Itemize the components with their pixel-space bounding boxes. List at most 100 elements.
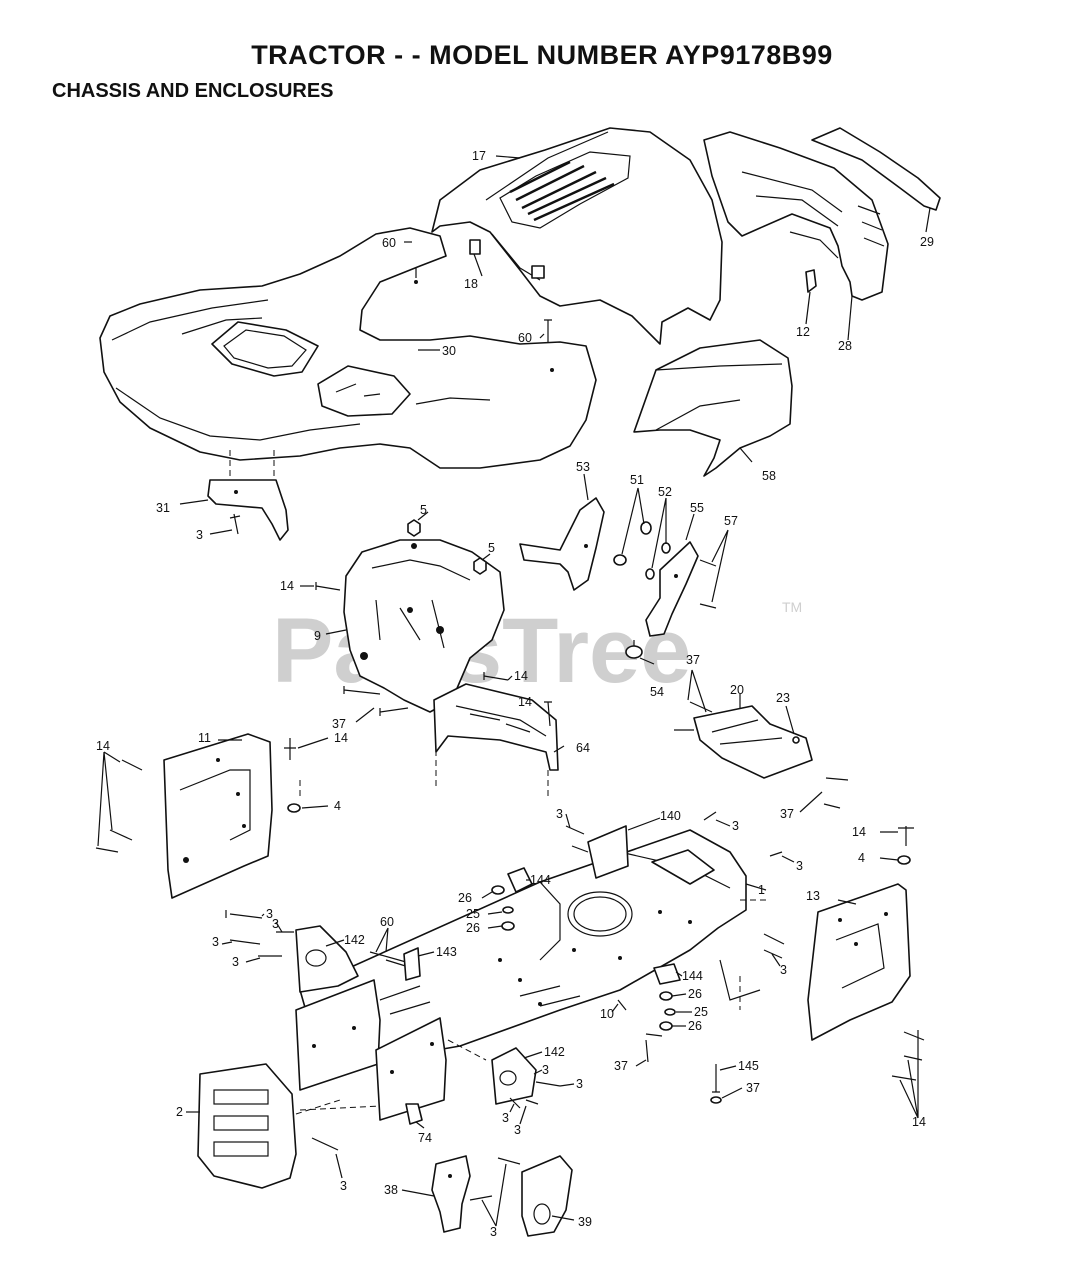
- callout-9: 9: [314, 629, 321, 643]
- callout-37: 37: [780, 807, 794, 821]
- part-bolt-37d[interactable]: [645, 1033, 663, 1063]
- part-bolt-14g[interactable]: [891, 1031, 925, 1081]
- part-seat-bracket[interactable]: [207, 450, 289, 541]
- part-bracket-142b[interactable]: [491, 1047, 537, 1105]
- part-fender[interactable]: [99, 227, 597, 469]
- part-nut-5a[interactable]: [407, 519, 421, 537]
- watermark-trademark: TM: [782, 599, 802, 615]
- part-bolt-14b[interactable]: [483, 672, 509, 681]
- callout-26: 26: [688, 1019, 702, 1033]
- part-rod-145[interactable]: [712, 1064, 720, 1093]
- callout-3: 3: [196, 528, 203, 542]
- callout-38: 38: [384, 1183, 398, 1197]
- part-screw-3c[interactable]: [703, 811, 717, 821]
- callout-4: 4: [334, 799, 341, 813]
- part-hitch-39[interactable]: [521, 1155, 573, 1237]
- part-screw-3i[interactable]: [535, 1081, 561, 1087]
- callout-30: 30: [442, 344, 456, 358]
- part-bolt-14f[interactable]: [898, 826, 914, 846]
- part-knob-54[interactable]: [625, 640, 643, 659]
- part-screw-3g[interactable]: [229, 931, 294, 945]
- part-bolt-14c[interactable]: [544, 701, 552, 727]
- part-side-panel-right[interactable]: [807, 883, 911, 1041]
- callout-12: 12: [796, 325, 810, 339]
- part-bolt-37e[interactable]: [710, 1096, 722, 1104]
- part-clip[interactable]: [805, 269, 817, 293]
- part-washer-26d[interactable]: [659, 1021, 673, 1031]
- part-bracket-142a[interactable]: [295, 925, 359, 993]
- leader-lines: [97, 155, 931, 1227]
- part-brace-53[interactable]: [519, 497, 605, 591]
- callout-51: 51: [630, 473, 644, 487]
- part-bolt-14d[interactable]: [95, 759, 143, 853]
- callout-10: 10: [600, 1007, 614, 1021]
- callout-14: 14: [518, 695, 532, 709]
- part-bolt-14a[interactable]: [315, 582, 341, 591]
- part-panel-64[interactable]: [433, 683, 559, 800]
- part-hood-bracket[interactable]: [469, 239, 545, 279]
- callout-25: 25: [694, 1005, 708, 1019]
- callout-60: 60: [380, 915, 394, 929]
- part-dash-panel[interactable]: [703, 131, 889, 301]
- part-screw-3l[interactable]: [469, 1157, 521, 1201]
- part-bolt-37c[interactable]: [823, 777, 849, 809]
- callout-3: 3: [780, 963, 787, 977]
- part-screw-3d[interactable]: [769, 851, 783, 857]
- callout-54: 54: [650, 685, 664, 699]
- part-bolt-37b[interactable]: [674, 701, 713, 731]
- part-bracket-144b[interactable]: [653, 963, 681, 985]
- callout-14: 14: [334, 731, 348, 745]
- part-spacer-51[interactable]: [613, 521, 652, 566]
- part-side-panel-left[interactable]: [163, 733, 273, 899]
- callout-3: 3: [490, 1225, 497, 1239]
- part-bolt-14e[interactable]: [284, 738, 296, 760]
- part-screw-3b[interactable]: [565, 825, 589, 853]
- callout-26: 26: [466, 921, 480, 935]
- callout-5: 5: [420, 503, 427, 517]
- part-lens[interactable]: [811, 127, 941, 211]
- part-nut-23[interactable]: [792, 736, 800, 744]
- part-bracket-143[interactable]: [403, 947, 421, 981]
- part-skid-plate-left[interactable]: [295, 979, 447, 1121]
- part-spring-57[interactable]: [699, 559, 717, 609]
- part-brace-55[interactable]: [645, 541, 699, 637]
- part-washer-4b[interactable]: [897, 855, 911, 865]
- part-washer-4a[interactable]: [287, 803, 301, 813]
- part-nut-74[interactable]: [405, 1103, 423, 1125]
- part-screw-3e[interactable]: [763, 933, 785, 959]
- part-washer-25a[interactable]: [502, 906, 514, 914]
- callout-37: 37: [746, 1081, 760, 1095]
- callout-18: 18: [464, 277, 478, 291]
- part-bolt-10[interactable]: [617, 999, 627, 1011]
- part-washer-26c[interactable]: [659, 991, 673, 1001]
- part-front-bracket[interactable]: [197, 1063, 341, 1189]
- part-screw-3a[interactable]: [229, 513, 241, 535]
- part-hitch-38[interactable]: [431, 1155, 471, 1233]
- callout-17: 17: [472, 149, 486, 163]
- callout-60: 60: [382, 236, 396, 250]
- callout-60: 60: [518, 331, 532, 345]
- part-bracket-144a[interactable]: [507, 867, 533, 893]
- part-hood[interactable]: [431, 127, 723, 345]
- callout-145: 145: [738, 1059, 759, 1073]
- callout-3: 3: [732, 819, 739, 833]
- callout-57: 57: [724, 514, 738, 528]
- part-washer-25b[interactable]: [664, 1008, 676, 1016]
- part-bolt-37a[interactable]: [343, 686, 409, 716]
- part-dash-support[interactable]: [343, 539, 505, 713]
- callout-3: 3: [502, 1111, 509, 1125]
- part-screw-3f[interactable]: [225, 910, 263, 919]
- part-screw-3k[interactable]: [311, 1137, 339, 1151]
- callout-3: 3: [556, 807, 563, 821]
- callout-142: 142: [544, 1045, 565, 1059]
- callout-3: 3: [266, 907, 273, 921]
- callout-11: 11: [198, 731, 211, 745]
- part-nut-5b[interactable]: [473, 557, 487, 575]
- part-screw-3j[interactable]: [509, 1097, 539, 1109]
- part-washer-26b[interactable]: [501, 921, 515, 931]
- part-step-plate[interactable]: [693, 705, 813, 779]
- part-washer-26a[interactable]: [491, 885, 505, 895]
- part-frame-brace-140[interactable]: [587, 825, 629, 879]
- part-battery-box[interactable]: [633, 339, 793, 477]
